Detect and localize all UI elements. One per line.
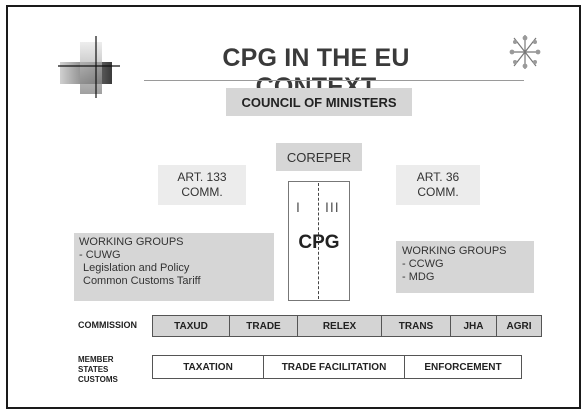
member-cell-trade-facilitation: TRADE FACILITATION: [263, 355, 405, 379]
commission-cell-taxud: TAXUD: [152, 315, 230, 337]
art36-line-1: ART. 36: [416, 170, 460, 184]
member-states-customs-label: MEMBER STATES CUSTOMS: [78, 355, 118, 385]
member-cell-taxation: TAXATION: [152, 355, 264, 379]
member-label-line-3: CUSTOMS: [78, 375, 118, 384]
working-groups-left-box: WORKING GROUPS - CUWG Legislation and Po…: [74, 233, 274, 301]
commission-cell-relex: RELEX: [297, 315, 382, 337]
member-label-line-2: STATES: [78, 365, 109, 374]
council-of-ministers-box: COUNCIL OF MINISTERS: [226, 88, 412, 116]
cpg-pillar-divider: [318, 183, 319, 299]
art133-committee-box: ART. 133 COMM.: [158, 165, 246, 205]
pillar-iii-label: III: [325, 199, 340, 215]
coreper-box: COREPER: [276, 143, 362, 171]
working-groups-right-box: WORKING GROUPS - CCWG - MDG: [396, 241, 534, 293]
eu-flag-emblem-icon: [509, 35, 541, 69]
wg-left-line-4: Common Customs Tariff: [83, 275, 201, 287]
pillar-i-label: I: [296, 199, 300, 215]
member-label-line-1: MEMBER: [78, 355, 114, 364]
cpg-label: CPG: [298, 232, 340, 253]
wg-left-line-1: WORKING GROUPS: [79, 236, 184, 248]
wg-right-line-2: - CCWG: [402, 258, 444, 270]
commission-cell-jha: JHA: [450, 315, 497, 337]
cpg-pillar-box: [288, 181, 350, 301]
title-underline: [144, 80, 524, 81]
art36-committee-box: ART. 36 COMM.: [396, 165, 480, 205]
commission-cell-trade: TRADE: [229, 315, 298, 337]
wg-right-line-1: WORKING GROUPS: [402, 245, 507, 257]
art36-line-2: COMM.: [417, 185, 459, 199]
commission-row-label: COMMISSION: [78, 320, 138, 330]
commission-cell-trans: TRANS: [381, 315, 451, 337]
member-cell-enforcement: ENFORCEMENT: [404, 355, 522, 379]
wg-left-line-3: Legislation and Policy: [83, 262, 190, 274]
wg-right-line-3: - MDG: [402, 271, 435, 283]
art133-line-2: COMM.: [181, 185, 223, 199]
wg-left-line-2: - CUWG: [79, 249, 121, 261]
presentation-logo-icon: [58, 36, 120, 98]
art133-line-1: ART. 133: [177, 170, 227, 184]
commission-cell-agri: AGRI: [496, 315, 542, 337]
